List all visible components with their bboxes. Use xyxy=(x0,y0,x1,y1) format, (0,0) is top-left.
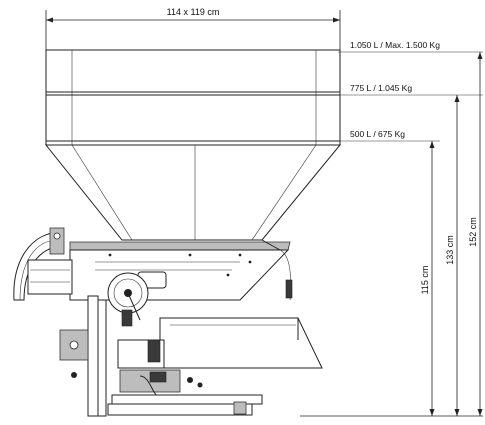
machine-body xyxy=(13,227,323,417)
capacity-lines: 1.050 L / Max. 1.500 Kg 775 L / 1.045 Kg… xyxy=(338,40,483,142)
height-mid-label: 133 cm xyxy=(445,235,455,265)
hopper-funnel xyxy=(44,144,342,241)
hopper-extension xyxy=(45,49,341,146)
height-top-label: 152 cm xyxy=(468,217,478,247)
capacity-low-label: 500 L / 675 Kg xyxy=(350,129,405,139)
width-dimension: 114 x 119 cm xyxy=(45,7,341,50)
capacity-mid-label: 775 L / 1.045 Kg xyxy=(350,83,412,93)
height-dimensions: 115 cm 133 cm 152 cm xyxy=(300,52,483,417)
capacity-max-label: 1.050 L / Max. 1.500 Kg xyxy=(350,40,440,50)
height-low-label: 115 cm xyxy=(420,266,430,295)
width-label: 114 x 119 cm xyxy=(167,7,220,17)
